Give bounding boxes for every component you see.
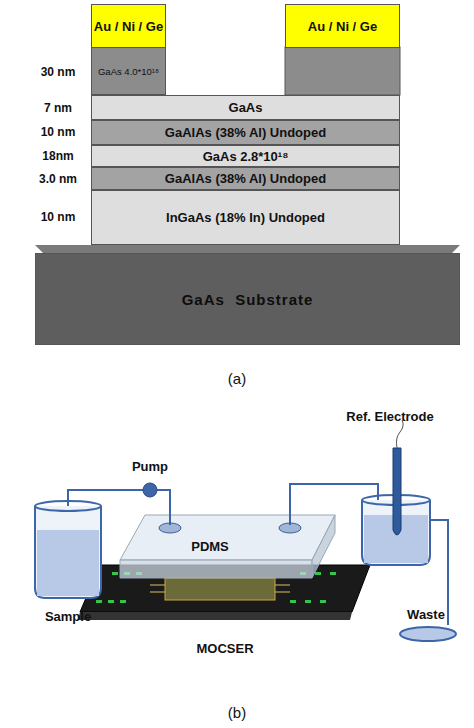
pdms-side: [120, 560, 312, 578]
electrode-wire: [396, 420, 403, 448]
contact-box: Au / Ni / Ge: [285, 4, 400, 48]
layer-text: GaAs 4.0*10¹⁸: [98, 66, 159, 77]
sample-liquid: [37, 530, 99, 596]
layer-text: GaAlAs (38% Al) Undoped: [165, 171, 326, 186]
layer-text: GaAs: [229, 100, 263, 115]
part-label: Ref. Electrode: [346, 409, 433, 424]
layer-band: GaAs 4.0*10¹⁸: [91, 47, 166, 95]
layer-band: InGaAs (18% In) Undoped: [91, 190, 400, 245]
cap-layer: [285, 47, 400, 95]
part-label: PDMS: [191, 539, 229, 554]
layer-band: GaAs 2.8*10¹⁸: [91, 145, 400, 167]
layer-band: GaAs Substrate: [35, 253, 460, 345]
contact-box: Au / Ni / Ge: [91, 4, 166, 48]
thickness-label: 3.0 nm: [39, 172, 77, 186]
waste-dish: [400, 627, 456, 641]
part-label: Sample: [45, 609, 91, 624]
traces: [150, 585, 290, 592]
mocser-edge: [78, 612, 352, 620]
sample-beaker: [35, 506, 101, 598]
layer-text: InGaAs (18% In) Undoped: [166, 210, 325, 225]
layer-text: Au / Ni / Ge: [308, 19, 377, 34]
layer-band: GaAs: [91, 95, 400, 120]
beaker-rim: [35, 501, 101, 511]
part-label: Waste: [407, 607, 445, 622]
panel-caption: (b): [228, 704, 246, 721]
thickness-label: 10 nm: [41, 210, 76, 224]
thickness-label: 18nm: [42, 149, 73, 163]
layer-text: GaAlAs (38% Al) Undoped: [165, 125, 326, 140]
part-label: Pump: [132, 459, 168, 474]
pdms-side: [312, 515, 335, 578]
part-label: MOCSER: [196, 641, 253, 656]
thickness-label: 30 nm: [41, 65, 76, 79]
layer-text: GaAs Substrate: [182, 291, 314, 308]
layer-band: GaAlAs (38% Al) Undoped: [91, 167, 400, 190]
pdms-block: [120, 515, 335, 560]
layer-text: GaAs 2.8*10¹⁸: [203, 149, 289, 164]
thickness-label: 7 nm: [44, 101, 72, 115]
layer-text: Au / Ni / Ge: [94, 19, 163, 34]
layer-band: GaAlAs (38% Al) Undoped: [91, 120, 400, 145]
ref-electrode: [393, 448, 401, 535]
panel-caption: (a): [228, 370, 246, 387]
chip: [165, 578, 275, 600]
pump: [143, 483, 157, 497]
substrate-edge: [35, 245, 460, 253]
thickness-label: 10 nm: [41, 125, 76, 139]
